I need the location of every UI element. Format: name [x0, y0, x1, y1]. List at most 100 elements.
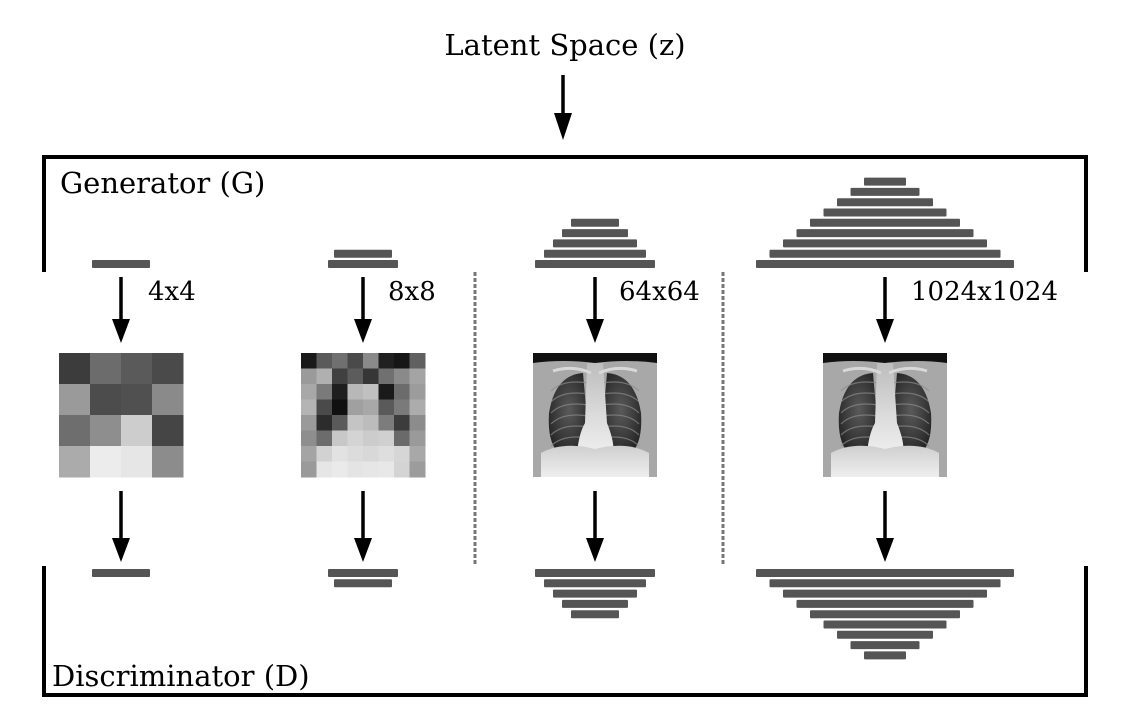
discriminator-layer-bar: [769, 579, 1001, 588]
generator-output-arrow: [354, 277, 372, 343]
pixel-cell: [121, 415, 153, 447]
pixel-cell: [347, 384, 364, 400]
pixel-cell: [121, 446, 153, 478]
pixel-cell: [363, 461, 379, 478]
pixel-cell: [301, 415, 317, 431]
pixel-cell: [90, 384, 122, 416]
pixel-cell: [363, 353, 379, 369]
pixel-cell: [378, 399, 395, 416]
generator-output-arrow: [112, 277, 130, 343]
generator-frame: [42, 155, 1088, 272]
discriminator-layer-bar: [837, 630, 933, 639]
generator-layer-bar: [810, 218, 960, 227]
generator-layer-bar: [571, 218, 619, 227]
discriminator-layer-bar: [823, 620, 947, 629]
pixel-cell: [409, 368, 426, 385]
pixel-cell: [301, 353, 317, 369]
pixel-cell: [332, 415, 348, 431]
discriminator-layer-bar: [553, 589, 637, 598]
pixel-cell: [152, 446, 184, 478]
discriminator-layer-bar: [334, 579, 392, 588]
pixel-cell: [394, 399, 410, 416]
pixel-cell: [316, 461, 333, 478]
generator-layer-bar: [334, 249, 392, 258]
generator-layer-bar: [769, 249, 1001, 258]
pixel-cell: [394, 430, 410, 447]
pixel-cell: [152, 415, 184, 447]
pixel-cell: [378, 446, 395, 462]
pixel-cell: [152, 384, 184, 416]
resolution-label: 4x4: [148, 277, 196, 307]
pixel-cell: [363, 415, 379, 431]
pixel-cell: [363, 399, 379, 416]
pixel-cell: [301, 384, 317, 400]
pixel-cell: [347, 399, 364, 416]
discriminator-layer-bar: [571, 610, 619, 619]
pixel-cell: [316, 415, 333, 431]
pixel-cell: [378, 415, 395, 431]
pixel-cell: [59, 353, 91, 385]
pixel-cell: [394, 353, 410, 369]
pixel-cell: [121, 353, 153, 385]
pixel-cell: [347, 446, 364, 462]
generator-layer-bar: [535, 260, 655, 268]
generator-label: Generator (G): [60, 166, 265, 200]
pixel-cell: [409, 384, 426, 400]
pixel-cell: [394, 384, 410, 400]
pixel-cell: [363, 446, 379, 462]
pixel-cell: [409, 461, 426, 478]
pixel-cell: [301, 399, 317, 416]
generator-layer-bar: [92, 260, 150, 268]
resolution-label: 64x64: [619, 277, 700, 307]
generator-layer-bar: [837, 198, 933, 207]
discriminator-layer-bar: [810, 610, 960, 619]
pixel-cell: [378, 353, 395, 369]
discriminator-layer-bar: [92, 569, 150, 577]
pixel-cell: [332, 399, 348, 416]
pixel-cell: [394, 446, 410, 462]
pixel-cell: [332, 353, 348, 369]
pixel-cell: [394, 461, 410, 478]
pixel-cell: [363, 430, 379, 447]
pixel-cell: [347, 461, 364, 478]
resolution-label: 1024x1024: [911, 277, 1058, 307]
latent-input-arrow: [554, 75, 572, 140]
stage-64x64: 64x64: [533, 218, 700, 619]
pixel-cell: [152, 353, 184, 385]
pixel-cell: [409, 399, 426, 416]
discriminator-input-arrow: [876, 491, 894, 562]
generator-layer-bar: [553, 239, 637, 248]
pixel-cell: [394, 368, 410, 385]
generator-layer-bar: [562, 229, 628, 238]
discriminator-layer-bar: [328, 569, 398, 577]
generator-output-arrow: [586, 277, 604, 343]
discriminator-layer-bar: [756, 569, 1014, 577]
pixel-cell: [409, 446, 426, 462]
pixel-cell: [316, 430, 333, 447]
stage-4x4: 4x4: [59, 260, 196, 577]
discriminator-layer-bar: [535, 569, 655, 577]
pixel-cell: [363, 384, 379, 400]
generated-pixel-image: [59, 353, 184, 478]
pixel-cell: [90, 415, 122, 447]
stage-1024x1024: 1024x1024: [756, 177, 1058, 660]
pixel-cell: [316, 446, 333, 462]
pixel-cell: [347, 353, 364, 369]
chest-xray-image: [823, 353, 947, 477]
pixel-cell: [59, 384, 91, 416]
discriminator-layer-bar: [864, 651, 906, 660]
pixel-cell: [316, 353, 333, 369]
discriminator-layer-bar: [783, 589, 987, 598]
pixel-cell: [301, 461, 317, 478]
discriminator-layer-bar: [562, 599, 628, 608]
generator-layer-bar: [864, 177, 906, 186]
pixel-cell: [347, 368, 364, 385]
pixel-cell: [332, 368, 348, 385]
pixel-cell: [121, 384, 153, 416]
discriminator-layer-bar: [544, 579, 646, 588]
pixel-cell: [332, 384, 348, 400]
pixel-cell: [378, 461, 395, 478]
discriminator-layer-bar: [796, 599, 974, 608]
pixel-cell: [378, 368, 395, 385]
discriminator-layer-bar: [850, 641, 920, 650]
